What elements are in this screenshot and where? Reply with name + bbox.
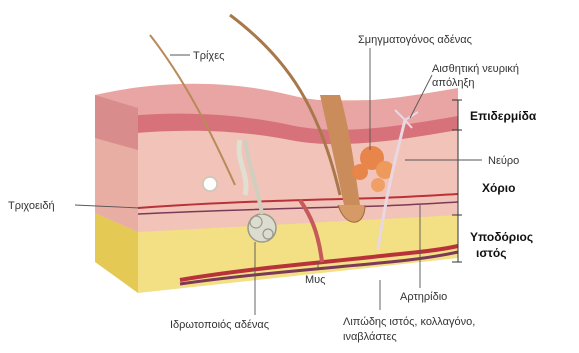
- label-sweat-gland: Ιδρωτοποιός αδένας: [170, 319, 269, 331]
- label-muscle: Μυς: [305, 274, 325, 286]
- label-sensory-nerve-ending-1: Αισθητική νευρική: [432, 63, 519, 75]
- label-capillary: Τριχοειδή: [8, 200, 55, 212]
- label-epidermis: Επιδερμίδα: [470, 109, 537, 123]
- label-dermis: Χόριο: [482, 181, 515, 195]
- label-sensory-nerve-ending-2: απόληξη: [432, 77, 475, 89]
- label-fat-tissue-2: ιναβλάστες: [343, 331, 397, 343]
- label-artery: Αρτηρίδιο: [400, 291, 447, 303]
- label-hairs: Τρίχες: [193, 50, 224, 62]
- label-hypodermis-1: Υποδόριος: [470, 230, 533, 244]
- label-hypodermis-2: ιστός: [476, 246, 506, 260]
- label-nerve: Νεύρο: [488, 155, 519, 167]
- label-fat-tissue-1: Λιπώδης ιστός, κολλαγόνο,: [343, 316, 475, 328]
- label-sebaceous-gland: Σμηγματογόνος αδένας: [358, 34, 472, 46]
